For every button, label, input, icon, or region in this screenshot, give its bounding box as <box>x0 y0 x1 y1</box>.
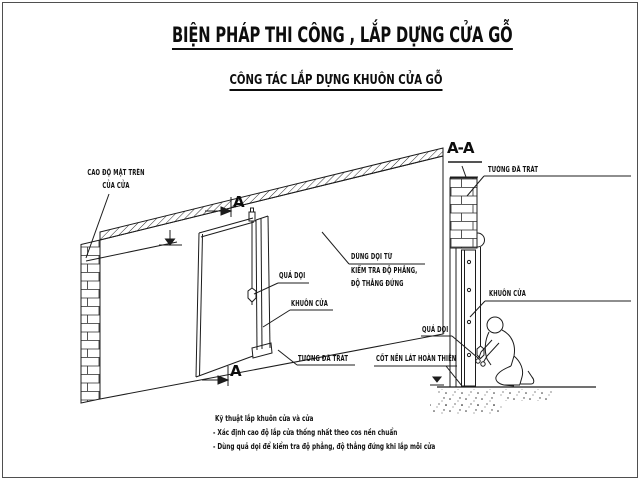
floor-benchmark-mark <box>430 376 444 386</box>
label-plastered-wall-elevation: TƯỜNG ĐÃ TRÁT <box>298 354 349 363</box>
label-top-elevation-line2: CỦA CỬA <box>102 181 130 190</box>
section-mark-bottom-letter: A <box>230 362 242 380</box>
level-mark <box>159 230 182 246</box>
label-finished-floor: CỐT NỀN LÁT HOÀN THIỆN <box>376 354 457 363</box>
label-plumb-check-line3: ĐỘ THẲNG ĐỨNG <box>351 279 404 288</box>
notes-heading: Kỹ thuật lắp khuôn cửa và cửa <box>215 414 314 423</box>
label-top-elevation-line1: CAO ĐỘ MẶT TRÊN <box>87 168 145 177</box>
brick-column <box>80 239 101 404</box>
section-leader-lines <box>374 175 631 387</box>
door-frame-section <box>461 232 485 387</box>
label-door-frame-elevation: KHUÔN CỬA <box>291 299 328 308</box>
section-marker-bottom <box>202 366 230 386</box>
section-mark-top-letter: A <box>233 193 245 211</box>
label-plumb-check-line1: DÙNG DỌI TỪ <box>351 252 393 261</box>
label-top-elevation: CAO ĐỘ MẶT TRÊN CỦA CỬA <box>81 166 151 192</box>
label-plastered-wall-section: TƯỜNG ĐÃ TRÁT <box>488 165 539 174</box>
label-plumb-check-line2: KIỂM TRA ĐỘ PHẲNG, <box>351 266 418 275</box>
label-plumb-bob-section: QUẢ DỌI <box>422 325 449 334</box>
notes-line2: - Dùng quả dọi để kiểm tra độ phẳng, độ … <box>213 442 436 451</box>
elevation-leader-lines <box>85 193 425 366</box>
worker-figure <box>475 316 535 387</box>
label-plumb-bob-elevation: QUẢ DỌI <box>279 271 306 280</box>
wall-section-brick <box>449 177 478 249</box>
section-view-title: A-A <box>447 139 474 157</box>
page-subtitle: CÔNG TÁC LẮP DỰNG KHUÔN CỬA GỖ <box>229 72 443 91</box>
elevation-view-drawing <box>80 147 444 404</box>
plumb-bob-elevation <box>247 207 257 305</box>
notes-line1: - Xác định cao độ lắp cửa thống nhất the… <box>213 428 398 437</box>
section-view-drawing <box>374 161 631 414</box>
page-title: BIỆN PHÁP THI CÔNG , LẮP DỰNG CỬA GỖ <box>171 23 512 50</box>
section-marker-top <box>205 197 233 217</box>
wall-top-hatched-band <box>99 147 444 241</box>
string-holder <box>477 232 485 248</box>
ground-stipple <box>430 389 552 414</box>
label-door-frame-section: KHUÔN CỬA <box>489 289 526 298</box>
door-frame-opening <box>195 215 273 378</box>
